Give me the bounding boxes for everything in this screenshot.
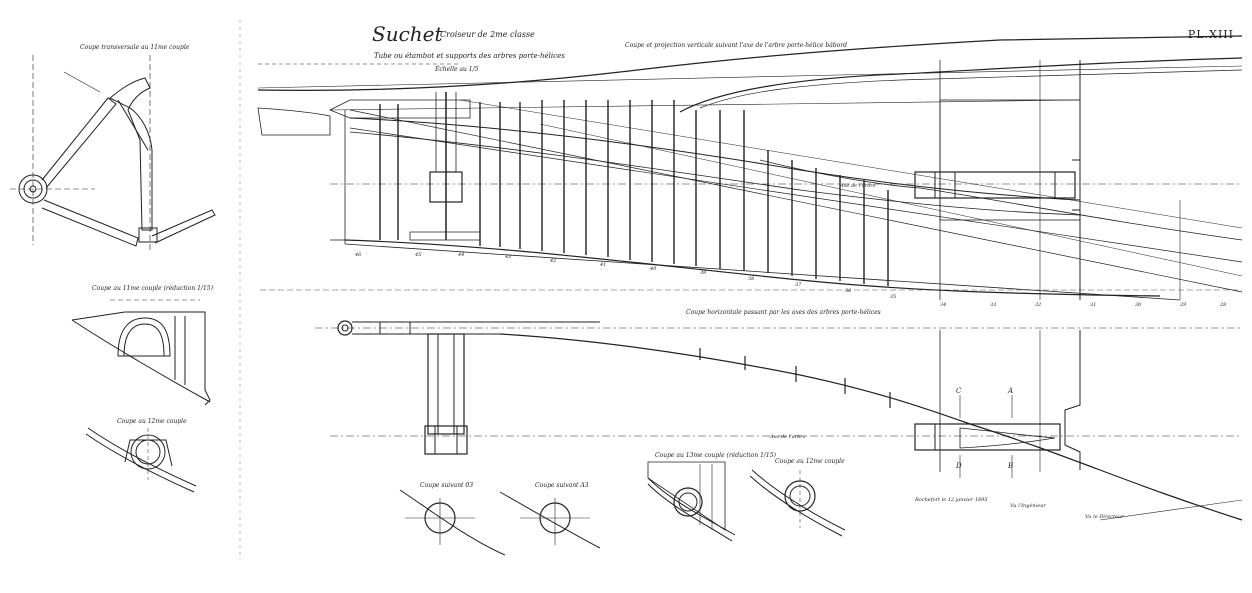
section-13	[647, 461, 736, 542]
frame-number: 28	[1219, 302, 1226, 308]
frame-number: 41	[599, 262, 606, 268]
section-marker-b: B	[1007, 462, 1013, 470]
caption-section-03: Coupe suivant 03	[420, 482, 474, 489]
section-12-bottom	[749, 469, 846, 537]
section-a3	[499, 491, 601, 549]
caption-section-13: Coupe au 13me couple (réduction 1/15)	[655, 452, 776, 459]
axis-label-lower: Axe de l'arbre	[770, 434, 806, 440]
frame-number: 30	[1135, 302, 1142, 308]
elevation-view	[257, 35, 1243, 301]
caption-plan: Coupe horizontale passant par les axes d…	[686, 309, 881, 316]
frame-number: 33	[990, 302, 996, 308]
frame-number: 45	[414, 252, 421, 258]
caption-section-12: Coupe au 12me couple	[775, 458, 845, 465]
frame-number: 34	[940, 302, 946, 308]
section-marker-a: A	[1007, 387, 1013, 395]
frame-number-row: 46 45 44 43 42 41 40 39 38 37 36 35 34 3…	[354, 252, 1226, 308]
frame-number: 31	[1090, 302, 1096, 308]
frame-number: 40	[649, 266, 657, 272]
signature-engineer: Vu l'Ingénieur	[1010, 503, 1046, 509]
frame-number: 32	[1035, 302, 1041, 308]
section-marker-c: C	[956, 387, 962, 395]
section-03	[399, 489, 506, 556]
caption-mid-left-section: Coupe au 11me couple (réduction 1/15)	[92, 285, 213, 292]
section-markers: C A B D	[955, 387, 1013, 470]
frame-number: 37	[795, 282, 802, 288]
frame-number: 38	[748, 276, 754, 282]
frame-number: 35	[890, 294, 896, 300]
signature-director: Vu le Directeur	[1085, 514, 1124, 520]
caption-lower-left-section: Coupe au 12me couple	[117, 418, 187, 425]
bracket-section-top-left	[10, 55, 216, 250]
section-lower-left	[85, 427, 197, 493]
plan-view	[315, 320, 1243, 521]
frame-number: 46	[354, 252, 362, 258]
drawing-subtitle: Tube ou étambot et supports des arbres p…	[374, 52, 565, 60]
section-marker-d: D	[955, 462, 962, 470]
ship-name: Suchet	[372, 22, 443, 46]
frame-number: 39	[700, 270, 707, 276]
elevation-caption: Coupe et projection verticale suivant l'…	[625, 42, 847, 49]
ship-class: Croiseur de 2me classe	[440, 30, 535, 39]
signature-date: Rochefort le 12 janvier 1895	[915, 497, 988, 503]
frame-number: 44	[457, 252, 464, 258]
section-mid-left	[71, 299, 211, 406]
frame-number: 36	[845, 288, 852, 294]
frame-number: 42	[549, 258, 556, 264]
caption-section-a3: Coupe suivant A3	[535, 482, 589, 489]
caption-top-left-section: Coupe transversale au 11me couple	[80, 44, 190, 51]
drawing-scale: Échelle au 1/5	[435, 66, 479, 73]
frame-number: 29	[1179, 302, 1187, 308]
axis-label-upper: Axe de l'arbre	[840, 183, 876, 189]
frame-number: 43	[504, 254, 511, 260]
plate-number: PL.XIII	[1187, 28, 1234, 41]
